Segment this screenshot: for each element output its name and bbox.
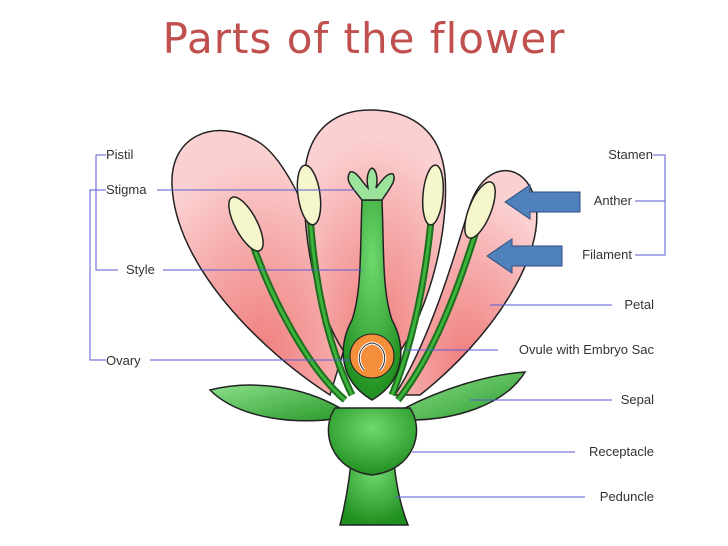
label-petal: Petal bbox=[624, 297, 654, 312]
page-title: Parts of the flower bbox=[162, 14, 566, 63]
label-style: Style bbox=[126, 262, 155, 277]
petal-right bbox=[393, 169, 538, 396]
filament-arrow bbox=[486, 238, 563, 274]
left-brackets bbox=[89, 154, 118, 361]
label-sepal: Sepal bbox=[621, 392, 654, 407]
label-pistil: Pistil bbox=[106, 147, 134, 162]
anther-arrow bbox=[504, 184, 581, 220]
label-ovary: Ovary bbox=[106, 353, 141, 368]
sepal-left bbox=[208, 384, 341, 422]
label-stigma: Stigma bbox=[106, 182, 147, 197]
left-leaders bbox=[150, 189, 362, 361]
filament-4-hl bbox=[396, 224, 480, 401]
filament-2-hl bbox=[308, 214, 354, 396]
anther-1 bbox=[228, 196, 264, 252]
sepal-right bbox=[404, 371, 527, 421]
label-anther: Anther bbox=[594, 193, 633, 208]
label-stamen: Stamen bbox=[608, 147, 653, 162]
anther-3 bbox=[421, 164, 445, 226]
right-leaders bbox=[395, 304, 612, 498]
label-filament: Filament bbox=[582, 247, 632, 262]
anther-2 bbox=[296, 164, 322, 226]
label-peduncle: Peduncle bbox=[600, 489, 654, 504]
filament-1-hl bbox=[246, 229, 346, 402]
ovule-sac bbox=[349, 333, 395, 379]
label-ovule: Ovule with Embryo Sac bbox=[519, 342, 655, 357]
ovule-embryo-outline bbox=[358, 342, 386, 371]
stigma bbox=[347, 167, 395, 201]
right-bracket bbox=[635, 154, 666, 256]
label-receptacle: Receptacle bbox=[589, 444, 654, 459]
receptacle bbox=[327, 407, 418, 476]
anther-4 bbox=[464, 181, 496, 239]
filament-3-hl bbox=[390, 209, 434, 396]
